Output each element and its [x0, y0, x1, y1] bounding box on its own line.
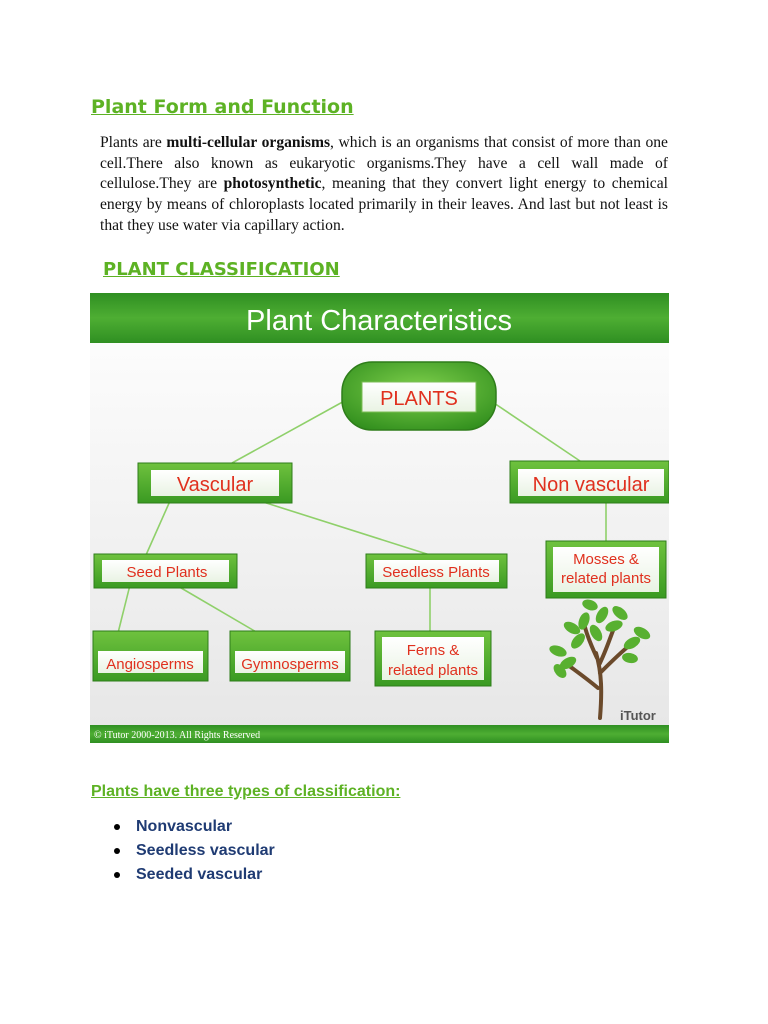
- node-plants-label: PLANTS: [380, 388, 458, 410]
- para-text-2: , which is an organisms that consist of …: [100, 134, 668, 193]
- tree-illustration: [549, 599, 651, 720]
- node-gymnosperms-label: Gymnosperms: [241, 656, 339, 673]
- figure-title: Plant Characteristics: [246, 305, 512, 337]
- bullet-icon: [114, 824, 120, 830]
- node-seed-plants: Seed Plants: [93, 553, 238, 589]
- list-item: Nonvascular: [112, 815, 275, 839]
- bullet-icon: [114, 872, 120, 878]
- plant-characteristics-figure: Plant Characteristics PLANTS Vascular No…: [90, 293, 669, 743]
- list-item: Seedless vascular: [112, 839, 275, 863]
- node-ferns-label-2: related plants: [388, 662, 478, 679]
- node-gymnosperms: Gymnosperms: [229, 630, 351, 682]
- title-band: [90, 293, 669, 343]
- para-text-1: Plants are: [100, 134, 167, 151]
- node-ferns: Ferns & related plants: [374, 630, 492, 687]
- bullet-icon: [114, 848, 120, 854]
- node-seed-plants-label: Seed Plants: [127, 564, 208, 581]
- connector-vascular-seed: [145, 500, 171, 556]
- connector-plants-nonvascular: [487, 398, 581, 462]
- node-vascular: Vascular: [137, 462, 293, 504]
- list-item-label: Seeded vascular: [136, 866, 263, 883]
- copyright-text: © iTutor 2000-2013. All Rights Reserved: [94, 730, 260, 741]
- node-seedless-plants: Seedless Plants: [365, 553, 508, 589]
- itutor-logo: iTutor: [620, 708, 656, 723]
- page-title: Plant Form and Function: [91, 96, 354, 118]
- classification-heading: PLANT CLASSIFICATION: [103, 259, 340, 280]
- node-seedless-plants-label: Seedless Plants: [382, 564, 490, 581]
- classification-list: Nonvascular Seedless vascular Seeded vas…: [112, 815, 275, 887]
- para-bold-2: photosynthetic: [223, 175, 322, 193]
- node-nonvascular: Non vascular: [509, 460, 669, 504]
- list-item-label: Seedless vascular: [136, 842, 275, 859]
- node-angiosperms-label: Angiosperms: [106, 656, 194, 673]
- list-item: Seeded vascular: [112, 863, 275, 887]
- node-angiosperms: Angiosperms: [92, 630, 209, 682]
- types-heading: Plants have three types of classificatio…: [91, 783, 401, 800]
- node-mosses: Mosses & related plants: [545, 540, 667, 599]
- connector-plants-vascular: [231, 398, 349, 464]
- para-text-3: , meaning that they convert light energy…: [100, 175, 668, 234]
- node-ferns-label-1: Ferns &: [407, 642, 460, 659]
- intro-paragraph: Plants are multi-cellular organisms, whi…: [100, 133, 668, 237]
- node-mosses-label-2: related plants: [561, 570, 651, 587]
- list-item-label: Nonvascular: [136, 818, 233, 835]
- node-plants: PLANTS: [341, 361, 497, 431]
- para-bold-1: multi-cellular organisms: [166, 134, 331, 151]
- node-mosses-label-1: Mosses &: [573, 551, 639, 568]
- connector-seed-angio: [117, 584, 131, 634]
- connector-seed-gymno: [175, 584, 259, 634]
- connector-vascular-seedless: [259, 500, 431, 556]
- node-nonvascular-label: Non vascular: [533, 474, 650, 496]
- node-vascular-label: Vascular: [177, 474, 254, 496]
- copyright-band: [90, 725, 669, 743]
